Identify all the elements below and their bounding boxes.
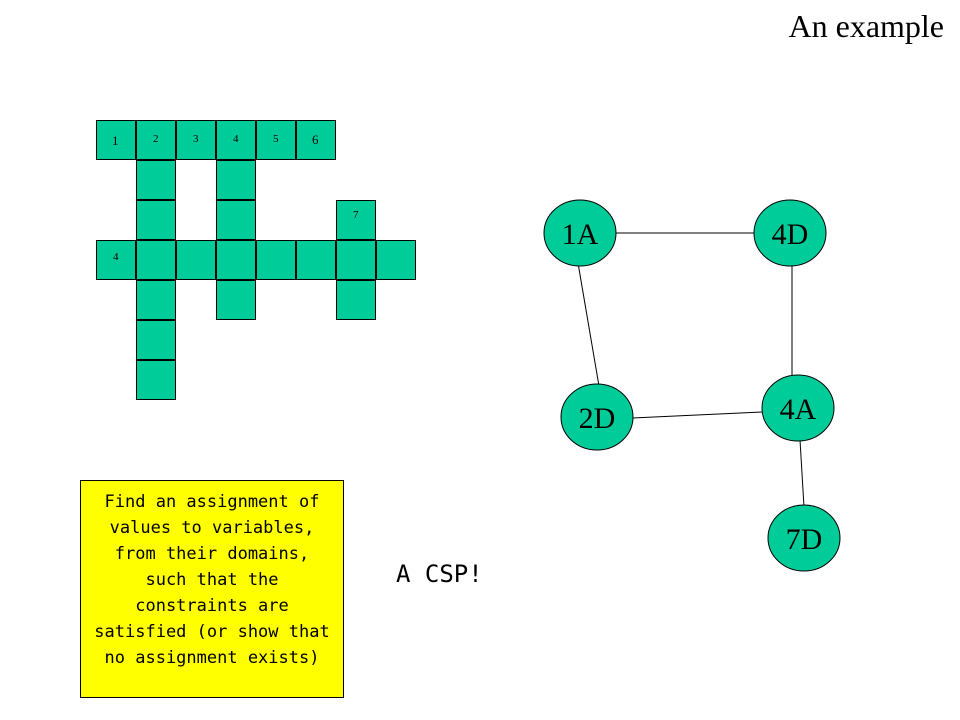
edge-4A-7D xyxy=(799,439,805,508)
grid-cell xyxy=(136,280,176,320)
clue-number: 6 xyxy=(312,132,319,147)
grid-cell xyxy=(136,320,176,360)
grid-cell xyxy=(136,240,176,280)
grid-cell: 4 xyxy=(216,120,256,160)
node-label: 4A xyxy=(780,393,817,426)
node-4D: 4D xyxy=(753,199,827,267)
grid-cell: 4 xyxy=(96,240,136,280)
grid-cell xyxy=(216,240,256,280)
definition-note: Find an assignment of values to variable… xyxy=(80,480,344,698)
node-label: 2D xyxy=(579,402,616,435)
grid-cell xyxy=(296,240,336,280)
edge-1A-2D xyxy=(577,262,600,387)
grid-cell: 3 xyxy=(176,120,216,160)
grid-cell: 2 xyxy=(136,120,176,160)
grid-cell xyxy=(216,280,256,320)
grid-cell xyxy=(136,200,176,240)
grid-cell: 5 xyxy=(256,120,296,160)
grid-cell xyxy=(216,160,256,200)
csp-label: A CSP! xyxy=(396,560,483,588)
clue-number: 4 xyxy=(113,251,119,263)
clue-number: 7 xyxy=(353,209,359,221)
grid-cell xyxy=(256,240,296,280)
grid-cell xyxy=(336,280,376,320)
clue-number: 2 xyxy=(153,133,159,145)
node-label: 1A xyxy=(562,218,599,251)
edge-2D-4A xyxy=(632,411,763,419)
grid-cell xyxy=(216,200,256,240)
clue-number: 1 xyxy=(112,133,119,148)
clue-number: 3 xyxy=(193,133,199,145)
grid-cell: 1 xyxy=(96,120,136,160)
grid-cell xyxy=(136,160,176,200)
grid-cell: 7 xyxy=(336,200,376,240)
node-4A: 4A xyxy=(761,374,835,442)
grid-cell xyxy=(336,240,376,280)
node-2D: 2D xyxy=(560,383,634,451)
clue-number: 5 xyxy=(273,133,279,145)
grid-cell xyxy=(136,360,176,400)
clue-number: 4 xyxy=(233,133,239,145)
grid-cell: 6 xyxy=(296,120,336,160)
node-7D: 7D xyxy=(767,504,841,572)
node-label: 7D xyxy=(786,523,823,556)
slide-title: An example xyxy=(788,8,945,44)
grid-cell xyxy=(176,240,216,280)
node-1A: 1A xyxy=(543,199,617,267)
grid-cell xyxy=(376,240,416,280)
node-label: 4D xyxy=(772,218,809,251)
